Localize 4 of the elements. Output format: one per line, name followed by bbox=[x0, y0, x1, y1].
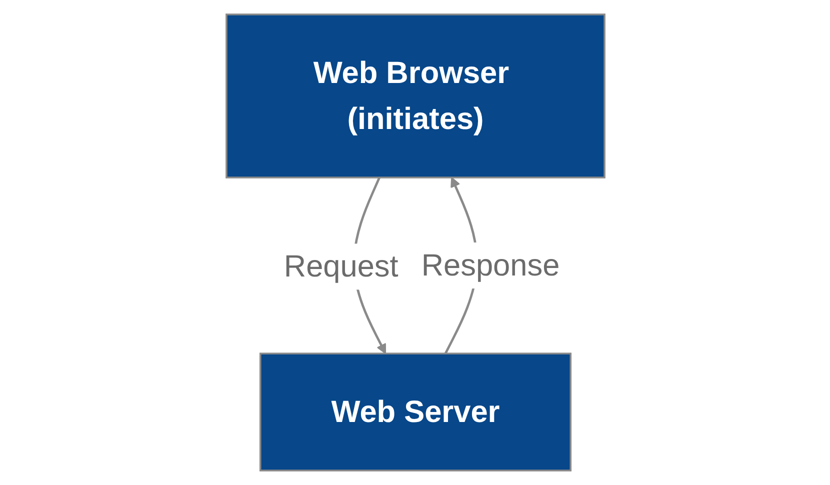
node-box: Web Server bbox=[258, 352, 572, 472]
edge-label: Response bbox=[420, 247, 560, 283]
edge-label: Request bbox=[283, 248, 398, 284]
node-box: Web Browser (initiates) bbox=[225, 14, 605, 178]
